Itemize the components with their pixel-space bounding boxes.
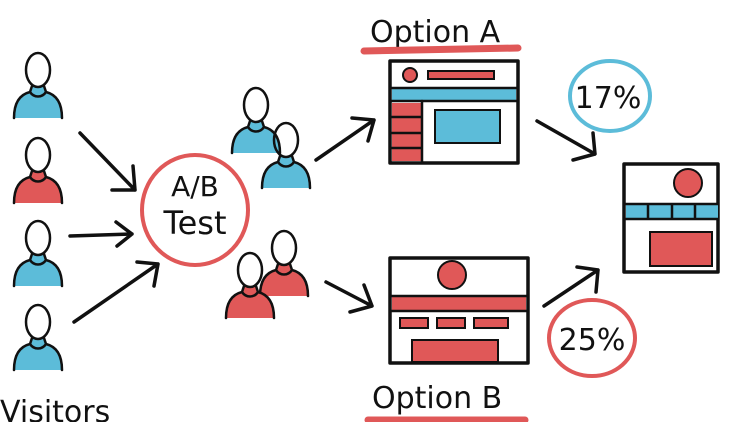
arrow-icon xyxy=(535,119,597,162)
group-b-person-icon xyxy=(258,229,310,298)
ab-test-circle xyxy=(140,153,250,267)
ab-test-line1: A/B xyxy=(171,170,219,203)
ab-test-node: A/B Test xyxy=(140,153,250,267)
option-a-conversion: 17% xyxy=(568,59,652,133)
option-a-underline xyxy=(360,44,522,55)
arrow-icon xyxy=(78,131,137,192)
arrow-icon xyxy=(72,260,160,324)
visitor-person-icon xyxy=(12,219,64,288)
option-b-browser-window-icon xyxy=(388,256,530,365)
arrow-icon xyxy=(542,265,600,308)
arrow-icon xyxy=(324,280,374,314)
visitor-person-icon xyxy=(12,136,64,205)
visitors-label: Visitors xyxy=(0,395,110,422)
option-a-label: Option A xyxy=(370,15,501,50)
option-a-conversion-value: 17% xyxy=(575,81,642,116)
group-a-person-icon xyxy=(230,86,282,155)
arrow-icon xyxy=(314,116,376,162)
result-page-icon xyxy=(622,162,720,274)
arrow-icon xyxy=(68,220,134,248)
visitor-person-icon xyxy=(12,303,64,372)
option-b-conversion: 25% xyxy=(547,298,637,378)
option-a-browser-window-icon xyxy=(388,59,520,165)
option-b-label: Option B xyxy=(372,381,502,416)
visitor-person-icon xyxy=(12,51,64,120)
option-b-conversion-value: 25% xyxy=(559,323,626,358)
ab-test-line2: Test xyxy=(162,204,226,242)
